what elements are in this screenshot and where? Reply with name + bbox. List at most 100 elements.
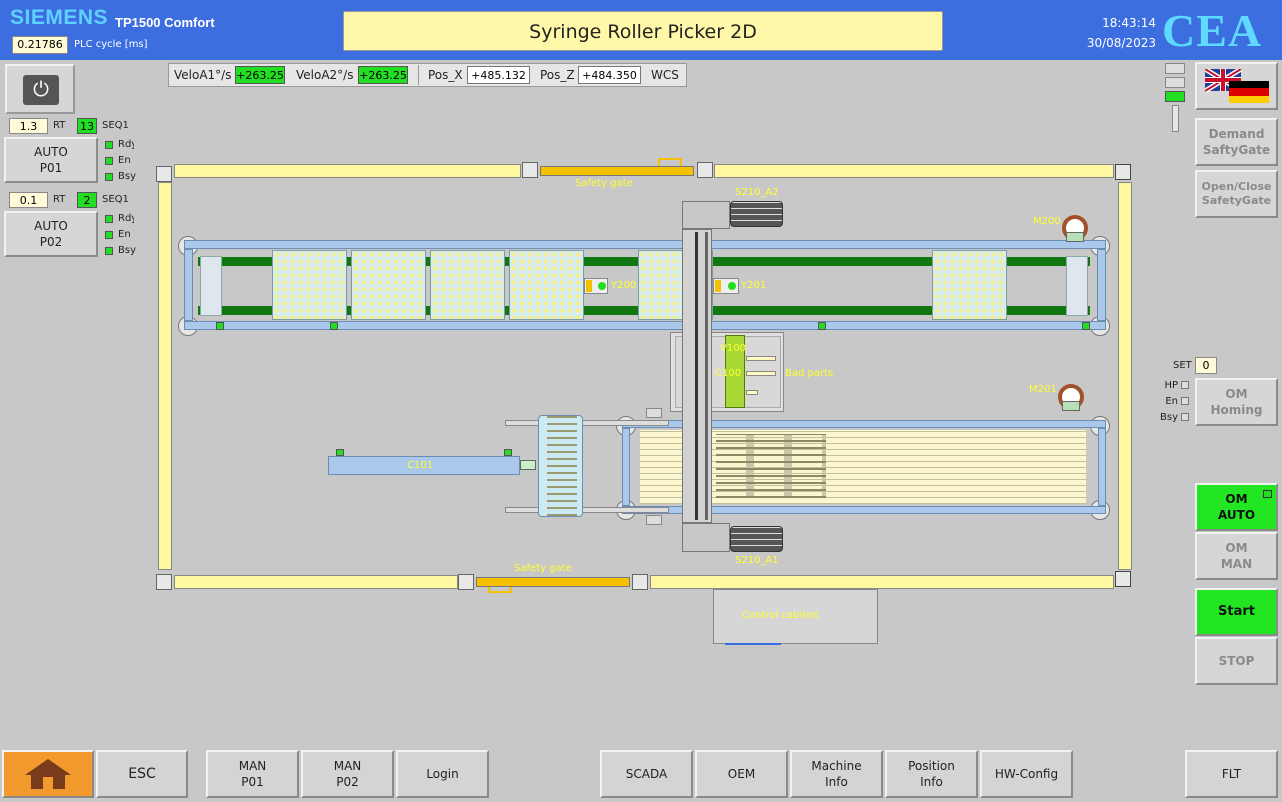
syringe-tray [272,250,347,320]
gate-handle-bottom [488,587,512,593]
fence-post [632,574,648,590]
power-button[interactable]: ⏻ [5,64,75,114]
man-p01-button[interactable]: MAN P01 [206,750,299,798]
safety-gate-bottom-label: Safety gate [514,563,572,574]
syringe-tray [351,250,426,320]
set-label: SET [1173,360,1192,371]
plc-cycle-label: PLC cycle [ms] [74,39,148,50]
brand-name: SIEMENS [10,6,109,29]
bad-parts-label: Bad parts [785,368,834,379]
position-info-line2: Info [920,775,943,789]
control-cabinet [713,589,878,644]
p01-seq-label: SEQ1 [102,120,129,131]
safety-gate-bottom [476,577,630,587]
p02-busy-led [105,247,113,255]
man-p02-button[interactable]: MAN P02 [301,750,394,798]
homing-hp-led [1181,381,1189,389]
home-icon [25,759,71,789]
servo-s210-a1 [730,526,783,552]
rejected-syringe [746,390,758,395]
company-logo: CEA [1162,5,1263,56]
page-title: Syringe Roller Picker 2D [343,11,943,51]
cabinet-door [725,643,781,645]
open-close-gate-line1: Open/Close [1201,180,1272,193]
stopper-y200-flag [586,280,592,292]
rejected-syringe [746,356,776,361]
safety-gate-top [540,166,694,176]
open-close-safety-gate-button[interactable]: Open/Close SafetyGate [1195,170,1278,218]
c101-sensor-led [336,449,344,456]
upper-conveyor-frame-right [1097,249,1106,321]
demand-gate-line2: SaftyGate [1202,143,1271,157]
om-homing-line1: OM [1225,387,1248,401]
lower-conveyor-frame-left [622,428,630,506]
om-man-button[interactable]: OM MAN [1195,532,1278,580]
fence-bottom-right [650,575,1114,589]
fence-post [1115,164,1131,180]
status-lamp-off [1165,77,1185,88]
machine-info-button[interactable]: Machine Info [790,750,883,798]
conveyor-bracket [646,515,662,525]
m200-label: M200 [1033,216,1061,227]
set-value: 0 [1195,357,1217,374]
pos-z-label: Pos_Z [540,68,575,82]
hw-config-button[interactable]: HW-Config [980,750,1073,798]
homing-bsy-led [1181,413,1189,421]
cylinder-c101 [328,456,520,475]
om-homing-button[interactable]: OM Homing [1195,378,1278,426]
fence-right [1118,182,1132,570]
start-button[interactable]: Start [1195,588,1278,636]
gantry-top-block [682,201,730,229]
status-lamp-pole [1172,105,1179,132]
p01-enable-led [105,157,113,165]
om-man-line2: MAN [1220,557,1253,571]
login-button[interactable]: Login [396,750,489,798]
p02-rt-value: 0.1 [9,192,48,208]
esc-button[interactable]: ESC [96,750,188,798]
p02-ready-led [105,215,113,223]
position-info-button[interactable]: Position Info [885,750,978,798]
auto-p02-button[interactable]: AUTO P02 [4,211,98,257]
clock-date: 30/08/2023 [1086,36,1156,50]
om-auto-line2: AUTO [1217,508,1256,522]
auto-p01-button[interactable]: AUTO P01 [4,137,98,183]
language-button[interactable] [1195,62,1278,110]
cylinder-c101-rod [520,460,536,470]
s210-a1-label: S210_A1 [735,555,779,566]
home-button[interactable] [2,750,94,798]
stop-button[interactable]: STOP [1195,637,1278,685]
axis-status-bar: VeloA1°/s +263.25 VeloA2°/s +263.25 Pos_… [168,63,687,87]
p02-busy-label: Bsy [118,245,136,256]
p02-ready-label: Rdy [118,213,134,224]
homing-en-label: En [1165,396,1178,407]
coordinate-frame: WCS [651,68,679,82]
safety-gate-top-label: Safety gate [575,178,633,189]
sensor-led [330,322,338,330]
om-auto-line1: OM [1225,492,1248,506]
syringe-tray [932,250,1007,320]
sensor-led [818,322,826,330]
motor-m201-base [1062,401,1080,411]
fence-post [1115,571,1131,587]
p02-seq-label: SEQ1 [102,194,129,205]
scada-button[interactable]: SCADA [600,750,693,798]
syringe-tray [430,250,505,320]
demand-safety-gate-button[interactable]: Demand SaftyGate [1195,118,1278,166]
status-lamp-green [1165,91,1185,102]
open-close-gate-line2: SafetyGate [1201,194,1272,207]
auto-p01-line1: AUTO [34,145,68,159]
c100-label: C100 [715,368,742,379]
sensor-led [216,322,224,330]
om-man-line1: OM [1225,541,1248,555]
machine-info-line1: Machine [811,759,862,773]
oem-button[interactable]: OEM [695,750,788,798]
stopper-y200-led [598,282,606,290]
fence-top-left [174,164,521,178]
v100-label: V100 [720,343,746,354]
fault-button[interactable]: FLT [1185,750,1278,798]
syringes-on-rollers [716,434,826,498]
pos-x-value: +485.132 [467,66,530,84]
stopper-y201-led [728,282,736,290]
c101-sensor-led [504,449,512,456]
p01-rt-value: 1.3 [9,118,48,134]
